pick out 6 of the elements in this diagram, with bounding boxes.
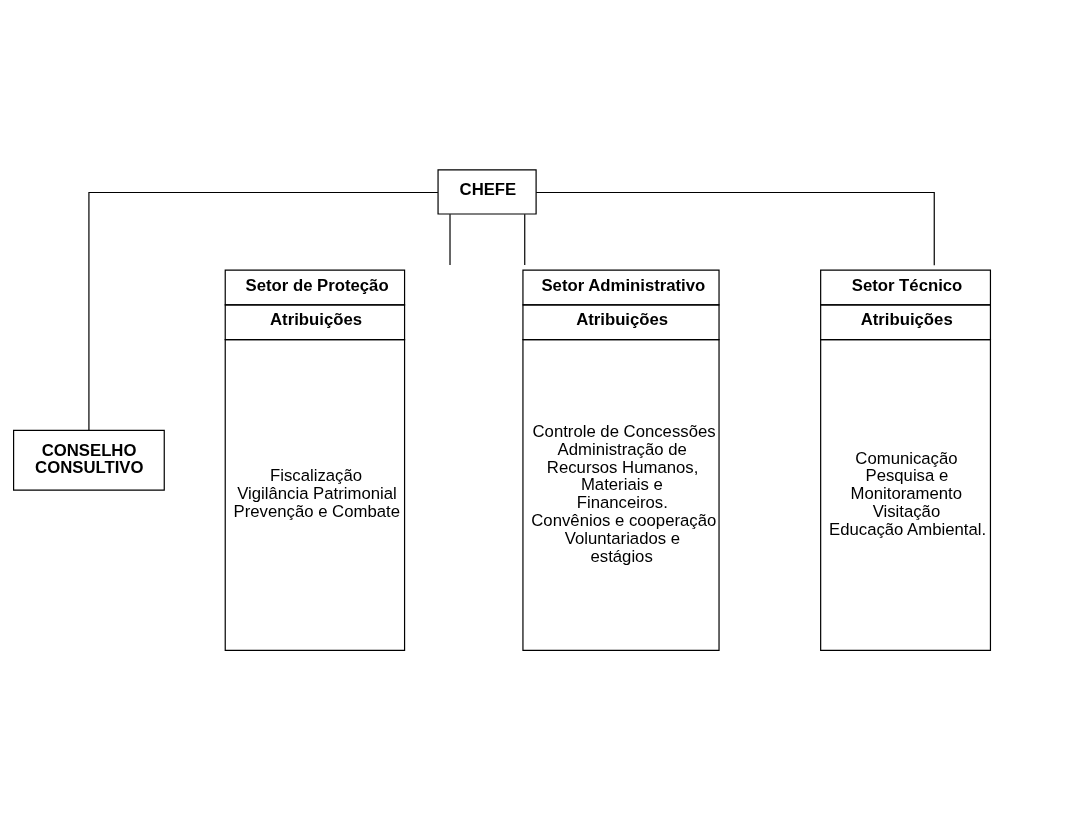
- connector: [449, 213, 451, 266]
- connector: [524, 213, 526, 266]
- node-box: CHEFE: [437, 169, 537, 215]
- connector: [535, 191, 935, 266]
- connector: [88, 191, 439, 431]
- node-box: CONSELHO CONSULTIVO: [13, 429, 165, 491]
